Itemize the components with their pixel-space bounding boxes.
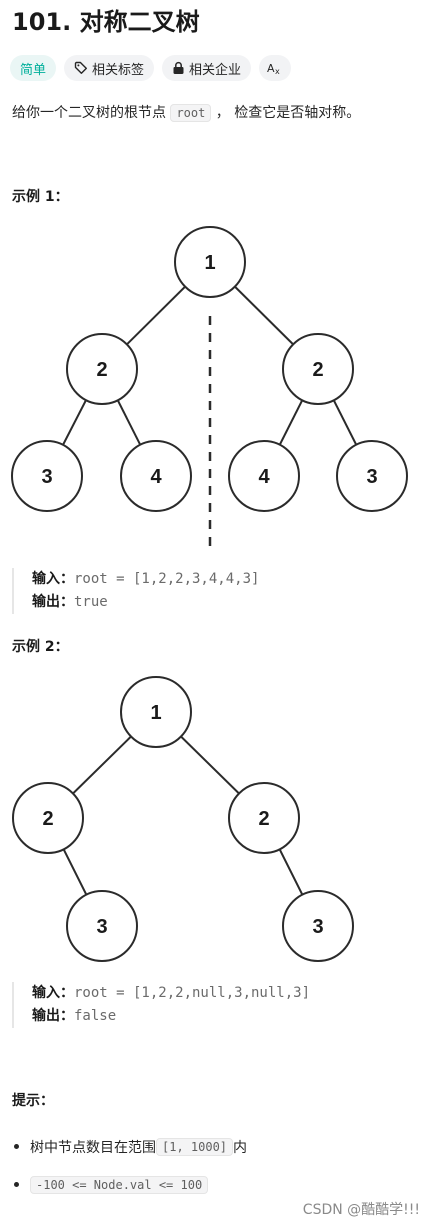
example-2-tree-diagram: 1 2 2 3 3 <box>12 676 354 962</box>
example-1-io: 输入：root = [1,2,2,3,4,4,3] 输出：true <box>12 568 259 614</box>
tree-node <box>336 440 408 512</box>
tree-node <box>66 333 138 405</box>
example-1-input-line: 输入：root = [1,2,2,3,4,4,3] <box>32 568 259 591</box>
node-value: 2 <box>312 359 323 381</box>
related-companies-button[interactable]: 相关企业 <box>162 55 252 81</box>
output-label: 输出： <box>32 1008 74 1024</box>
input-label: 输入： <box>32 985 74 1001</box>
tag-icon <box>74 61 88 75</box>
lock-icon <box>172 61 185 75</box>
node-value: 2 <box>96 359 107 381</box>
hint-code: -100 <= Node.val <= 100 <box>30 1176 209 1194</box>
example-2-input-line: 输入：root = [1,2,2,null,3,null,3] <box>32 982 310 1005</box>
example-1-tree-diagram: 1 2 2 3 4 4 3 <box>11 226 408 550</box>
description-text-1: 给你一个二叉树的根节点 <box>12 105 171 121</box>
node-value: 3 <box>96 916 107 938</box>
list-item: -100 <= Node.val <= 100 <box>12 1166 247 1204</box>
tree-node <box>174 226 246 298</box>
output-value: false <box>74 1008 117 1024</box>
example-1-label: 示例 1： <box>12 189 69 205</box>
output-value: true <box>74 594 108 610</box>
input-value: root = [1,2,2,null,3,null,3] <box>74 985 311 1001</box>
tree-node <box>120 676 192 748</box>
description-text-2: ， 检查它是否轴对称。 <box>211 105 361 121</box>
list-item: 树中节点数目在范围 [1, 1000] 内 <box>12 1128 247 1166</box>
svg-text:A: A <box>267 62 275 75</box>
related-tags-label: 相关标签 <box>92 62 145 78</box>
svg-text:x: x <box>275 67 280 75</box>
node-value: 2 <box>258 808 269 830</box>
node-value: 3 <box>366 466 377 488</box>
difficulty-badge[interactable]: 简单 <box>10 55 57 81</box>
example-2-label: 示例 2： <box>12 639 69 655</box>
hints-label: 提示： <box>12 1093 54 1109</box>
root-code: root <box>170 104 212 122</box>
example-2-output-line: 输出：false <box>32 1005 310 1028</box>
hints-list: 树中节点数目在范围 [1, 1000] 内 -100 <= Node.val <… <box>12 1128 247 1204</box>
input-value: root = [1,2,2,3,4,4,3] <box>74 571 260 587</box>
problem-title: 101. 对称二叉树 <box>12 8 200 36</box>
node-value: 1 <box>204 252 215 274</box>
problem-description: 给你一个二叉树的根节点 root ， 检查它是否轴对称。 <box>12 100 360 126</box>
tree-node <box>11 440 83 512</box>
watermark: CSDN @酷酷学!!! <box>302 1202 420 1218</box>
node-value: 3 <box>41 466 52 488</box>
tree-node <box>282 890 354 962</box>
tree-node <box>228 440 300 512</box>
hint-code: [1, 1000] <box>156 1138 234 1156</box>
node-value: 1 <box>150 702 161 724</box>
output-label: 输出： <box>32 594 74 610</box>
node-value: 4 <box>150 466 162 488</box>
example-1-output-line: 输出：true <box>32 591 259 614</box>
input-label: 输入： <box>32 571 74 587</box>
hint-text: 内 <box>233 1140 248 1156</box>
node-value: 2 <box>42 808 53 830</box>
tree-node <box>66 890 138 962</box>
example-2-io: 输入：root = [1,2,2,null,3,null,3] 输出：false <box>12 982 310 1028</box>
tree-node <box>228 782 300 854</box>
node-value: 3 <box>312 916 323 938</box>
node-value: 4 <box>258 466 270 488</box>
related-companies-label: 相关企业 <box>189 62 242 78</box>
hint-text: 树中节点数目在范围 <box>30 1140 156 1156</box>
tree-node <box>282 333 354 405</box>
tree-node <box>12 782 84 854</box>
related-tags-button[interactable]: 相关标签 <box>64 55 155 81</box>
tree-node <box>120 440 192 512</box>
